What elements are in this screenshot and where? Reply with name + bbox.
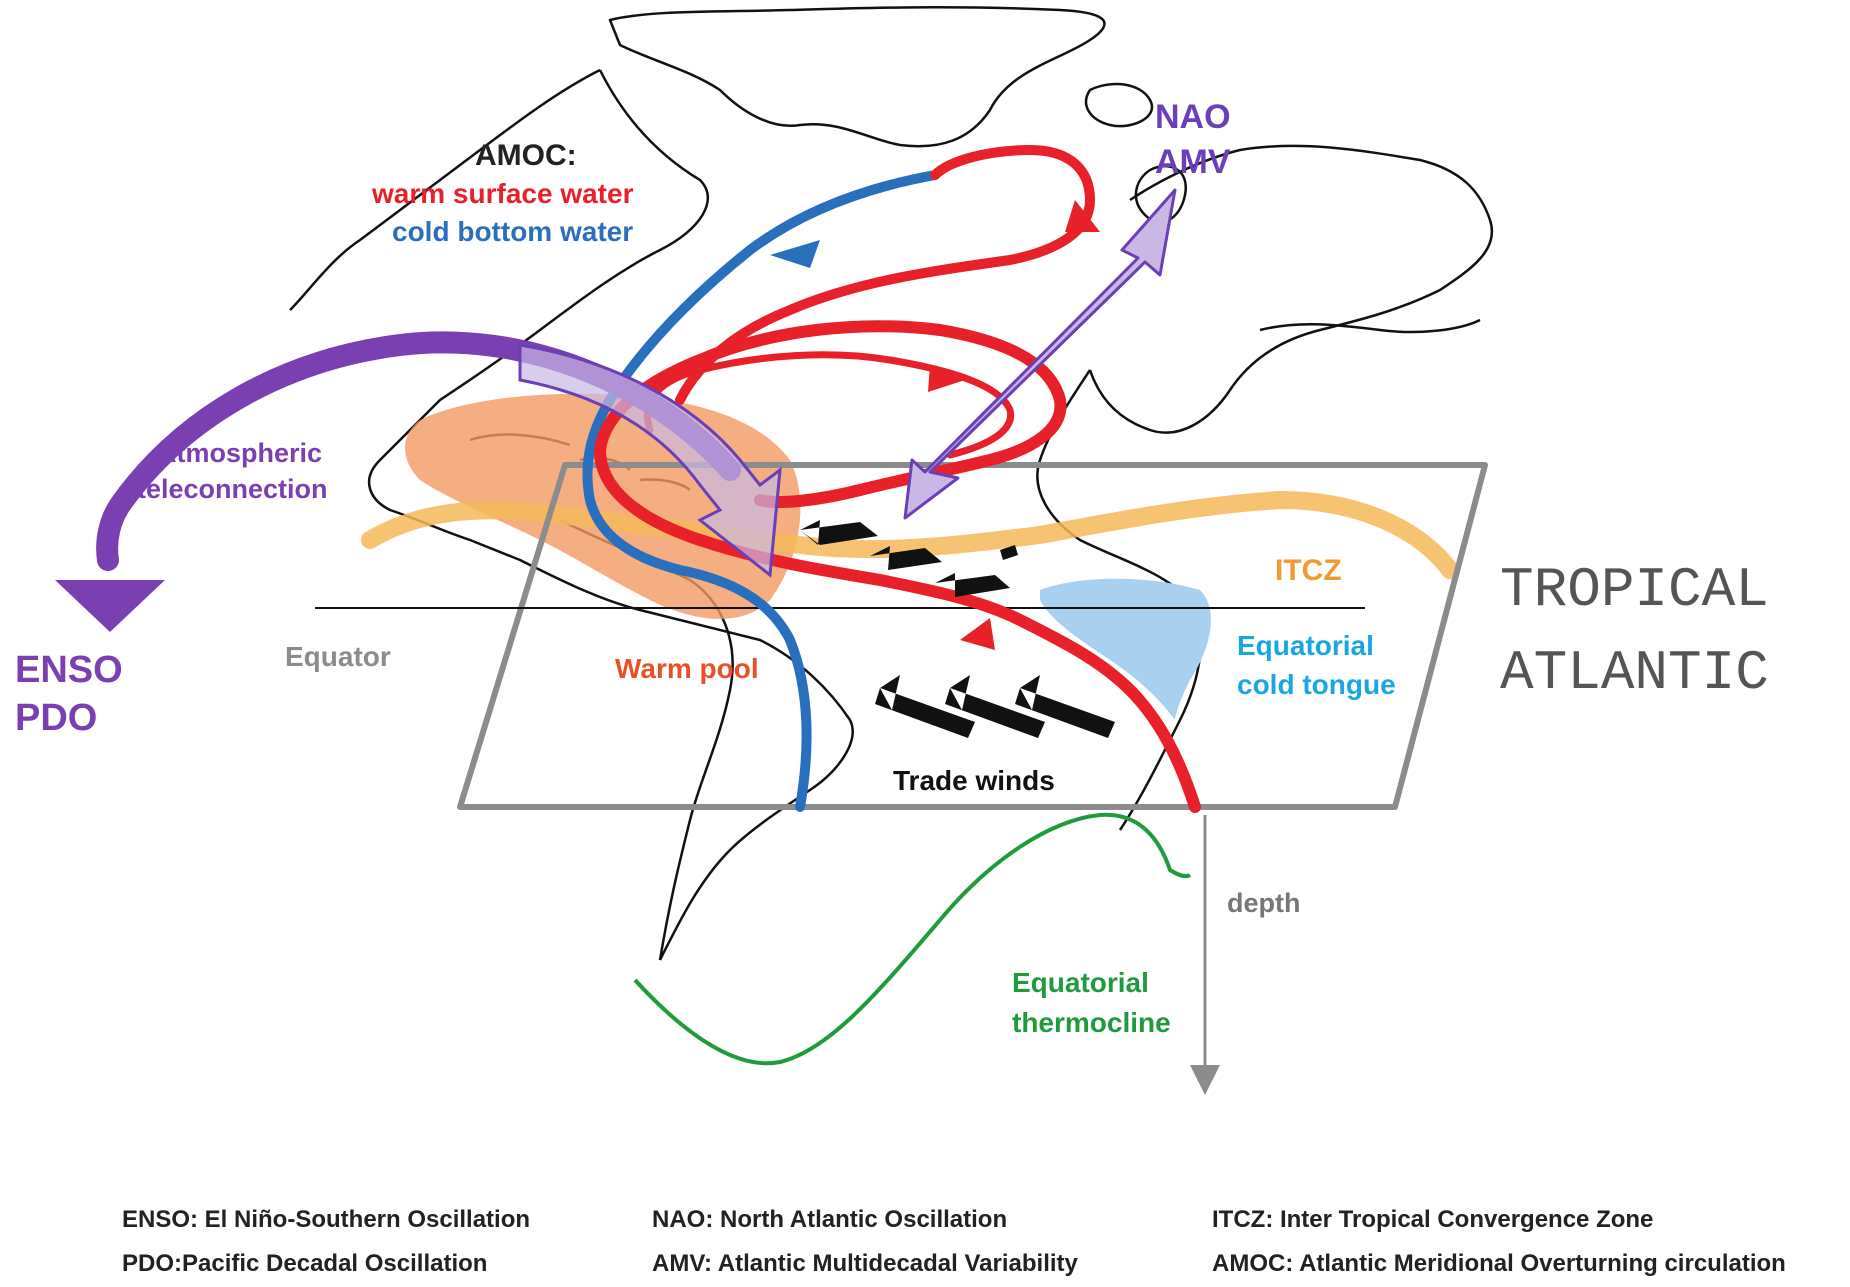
equator-label: Equator	[285, 641, 391, 672]
thermocline-label-1: Equatorial	[1012, 967, 1149, 998]
north-america-coast	[368, 69, 854, 961]
trade-wind-arrow	[800, 520, 878, 545]
warm-loop-inner	[643, 351, 1015, 459]
glossary-item: AMV: Atlantic Multidecadal Variability	[652, 1250, 1079, 1277]
warm-loop-north	[675, 144, 1096, 405]
itcz-band	[361, 490, 1459, 579]
atmos-teleconnection-label-2: teleconnection	[137, 474, 328, 504]
trade-wind-arrows	[800, 520, 1115, 738]
depth-label: depth	[1227, 888, 1301, 918]
trade-wind-arrow	[870, 546, 942, 570]
pdo-label: PDO	[15, 697, 97, 739]
nao-amv-double-arrow	[903, 188, 1177, 520]
amoc-warm-label: warm surface water	[371, 178, 634, 209]
atmos-teleconnection-label-1: Atmospheric	[157, 438, 322, 468]
glossary-item: AMOC: Atlantic Meridional Overturning ci…	[1212, 1250, 1786, 1277]
teleconnection-arrowhead	[55, 580, 165, 632]
equatorial-thermocline-curve	[633, 812, 1192, 1066]
cold-bottom-water-arrowhead	[770, 240, 820, 268]
warm-arrowhead-3	[960, 618, 995, 650]
thermocline-label-2: thermocline	[1012, 1007, 1171, 1038]
trade-wind-arrow	[945, 675, 1045, 738]
glossary-item: NAO: North Atlantic Oscillation	[652, 1206, 1007, 1233]
mediterranean-coast	[1259, 318, 1481, 334]
cold-tongue-label-1: Equatorial	[1237, 630, 1374, 661]
trade-wind-arrow	[875, 675, 975, 738]
glossary-item: ENSO: El Niño-Southern Oscillation	[122, 1206, 530, 1233]
iceland-coast	[1084, 82, 1154, 128]
warm-pool-label: Warm pool	[615, 653, 759, 684]
trade-wind-arrow	[1015, 675, 1115, 738]
tropical-atlantic-box	[457, 462, 1488, 810]
amoc-cold-label: cold bottom water	[392, 216, 633, 247]
glossary: ENSO: El Niño-Southern Oscillation PDO:P…	[122, 1206, 1786, 1277]
enso-label: ENSO	[15, 649, 123, 691]
atlantic-label: ATLANTIC	[1500, 641, 1769, 705]
glossary-item: ITCZ: Inter Tropical Convergence Zone	[1212, 1206, 1653, 1233]
trade-wind-arrow	[935, 573, 1010, 597]
cold-tongue-label-2: cold tongue	[1237, 669, 1396, 700]
tropical-label: TROPICAL	[1500, 558, 1769, 622]
trade-wind-arrow	[1000, 545, 1018, 560]
europe-coast	[1088, 144, 1494, 434]
nao-label: NAO	[1155, 98, 1231, 136]
warm-arrowhead-2	[928, 365, 965, 392]
cold-bottom-water-current	[582, 170, 940, 812]
glossary-item: PDO:Pacific Decadal Oscillation	[122, 1250, 487, 1277]
cold-tongue-area	[1040, 578, 1211, 720]
greenland-coast	[608, 6, 1106, 148]
labrador-coast	[289, 68, 601, 311]
amv-label: AMV	[1155, 143, 1231, 181]
itcz-label: ITCZ	[1275, 554, 1342, 587]
teleconnection-inflow-arrow	[518, 343, 782, 578]
trade-winds-label: Trade winds	[893, 765, 1055, 796]
warm-arrowhead-1	[1065, 200, 1100, 232]
amoc-title: AMOC:	[475, 139, 577, 172]
